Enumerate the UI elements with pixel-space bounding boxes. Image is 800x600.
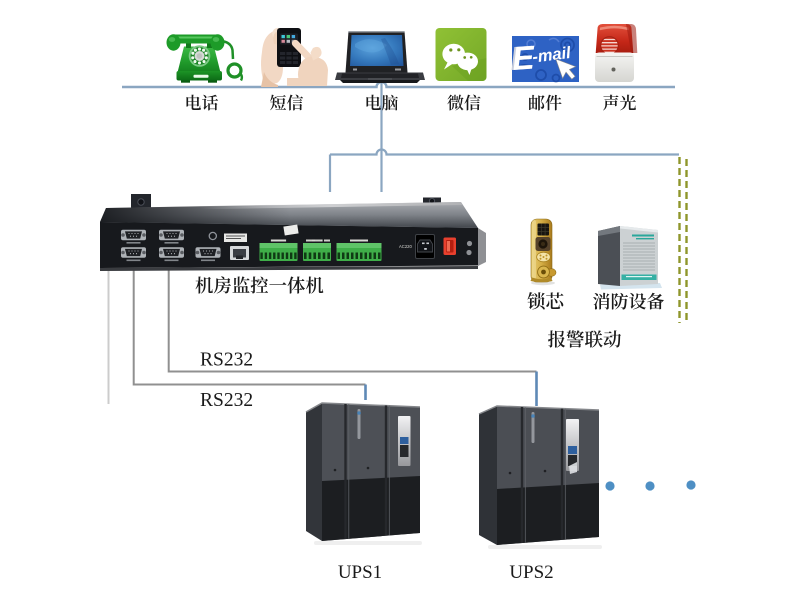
svg-text:-mail: -mail: [531, 44, 572, 67]
svg-text:E: E: [509, 38, 535, 77]
svg-text:RS232: RS232: [200, 350, 253, 371]
svg-text:E: E: [511, 38, 537, 77]
svg-text:AC220: AC220: [399, 244, 412, 249]
svg-text:RS232: RS232: [200, 390, 253, 411]
svg-text:UPS2: UPS2: [509, 562, 553, 583]
svg-text:UPS1: UPS1: [338, 562, 382, 583]
